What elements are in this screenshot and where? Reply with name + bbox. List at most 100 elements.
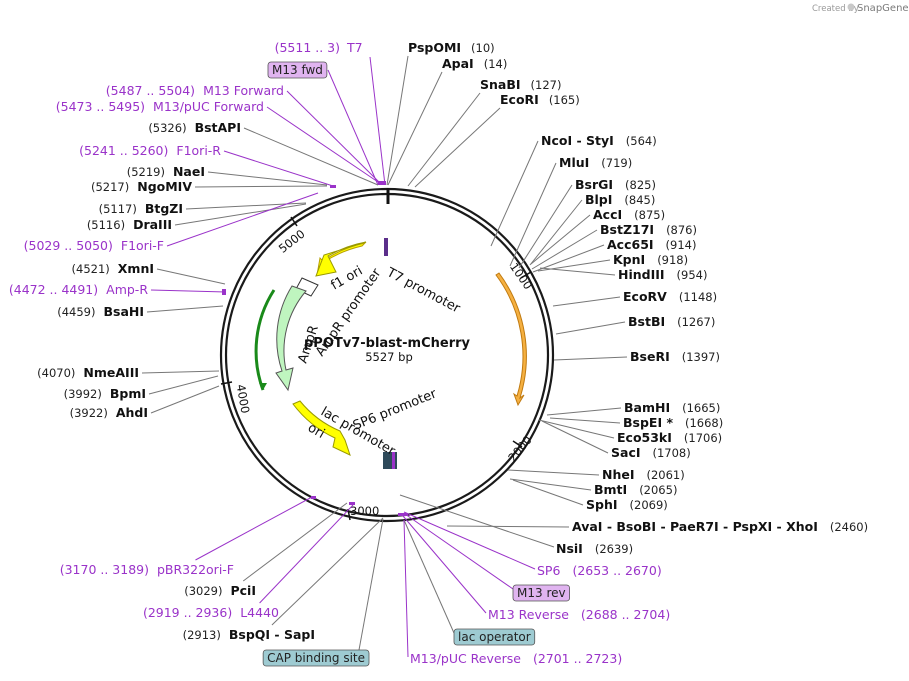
label-nmeaiii: NmeAIII(4070) xyxy=(37,365,139,380)
enzyme-pos: (1397) xyxy=(682,350,720,364)
primer-name: T7 xyxy=(346,40,363,55)
enzyme-name: MluI xyxy=(559,155,589,170)
label-bsahi: BsaHI(4459) xyxy=(57,304,144,319)
leader-pbr322ori-f xyxy=(195,496,313,561)
enzyme-name: BstBI xyxy=(628,314,665,329)
enzyme-name: BstZ17I xyxy=(600,222,654,237)
primer-pos: (5473 .. 5495) xyxy=(56,99,145,114)
ori-arrow xyxy=(292,400,351,456)
tick-label-5000: 5000 xyxy=(276,227,308,256)
box-text: CAP binding site xyxy=(267,651,365,665)
box-bg xyxy=(453,628,536,646)
enzyme-pos: (2069) xyxy=(630,498,668,512)
leader-apai xyxy=(387,71,443,186)
leader-ecori xyxy=(414,107,501,188)
label-bstbi: BstBI(1267) xyxy=(628,314,715,329)
label-sp6: SP6(2653 .. 2670) xyxy=(537,563,662,578)
label-draiii: DraIII(5116) xyxy=(87,217,172,232)
enzyme-name: HindIII xyxy=(618,267,665,282)
enzyme-pos: (10) xyxy=(471,41,495,55)
enzyme-name: AhdI xyxy=(116,405,148,420)
enzyme-pos: (918) xyxy=(657,253,688,267)
label-ngomiv: NgoMIV (5217) xyxy=(91,179,192,194)
label-eco53ki: Eco53kI(1706) xyxy=(617,430,722,445)
leader-bseri xyxy=(553,356,628,361)
enzyme-pos: (2639) xyxy=(595,542,633,556)
enzyme-pos: (2913) xyxy=(183,628,221,642)
primer-name: pBR322ori-F xyxy=(157,562,234,577)
feature-label-t7-promoter: T7 promoter xyxy=(383,265,463,317)
enzyme-name: AccI xyxy=(593,207,622,222)
label-l4440: L4440(2919 .. 2936) xyxy=(143,605,279,620)
label-bpmi: BpmI(3992) xyxy=(64,386,146,401)
label-naei: NaeI(5219) xyxy=(127,164,205,179)
primer-name: L4440 xyxy=(240,605,279,620)
enzyme-pos: (5217) xyxy=(91,180,129,194)
enzyme-name: EcoRI xyxy=(500,92,539,107)
enzyme-name: NgoMIV xyxy=(137,179,192,194)
enzyme-name: Acc65I xyxy=(607,237,654,252)
label-bspei: BspEI *(1668) xyxy=(623,415,723,430)
primer-name: Amp-R xyxy=(106,282,148,297)
label-m13-puc-reverse: M13/pUC Reverse(2701 .. 2723) xyxy=(410,651,622,666)
label-bamhi: BamHI(1665) xyxy=(624,400,720,415)
label-nhei: NheI(2061) xyxy=(602,467,685,482)
leader-naei xyxy=(207,171,328,186)
enzyme-name: SacI xyxy=(611,445,641,460)
leader-bpmi xyxy=(148,375,219,395)
label-ecorv: EcoRV(1148) xyxy=(623,289,717,304)
enzyme-pos: (5326) xyxy=(148,121,186,135)
primer-pos: (5511 .. 3) xyxy=(275,40,340,55)
enzyme-pos: (914) xyxy=(666,238,697,252)
t7-primer-marker xyxy=(378,181,386,185)
leader-f1ori-f xyxy=(166,192,319,247)
leader-m13-puc-forward xyxy=(266,106,382,185)
leader-m13-reverse xyxy=(402,515,487,614)
enzyme-pos: (876) xyxy=(666,223,697,237)
label-bsrgi: BsrGI(825) xyxy=(575,177,656,192)
leader-bmti xyxy=(509,478,592,491)
leader-m13-puc-reverse xyxy=(403,519,409,658)
enzyme-pos: (1148) xyxy=(679,290,717,304)
leader-sphi xyxy=(512,479,584,506)
label-bseri: BseRI(1397) xyxy=(630,349,720,364)
label-apai: ApaI(14) xyxy=(442,56,507,71)
leader-lac-operator xyxy=(403,519,455,634)
label-m13-puc-forward: M13/pUC Forward(5473 .. 5495) xyxy=(56,99,264,114)
tick-label-4000: 4000 xyxy=(234,383,253,414)
enzyme-name: BamHI xyxy=(624,400,670,415)
primer-pos: (2653 .. 2670) xyxy=(572,563,661,578)
leader-bstapi xyxy=(243,127,379,186)
plasmid-size: 5527 bp xyxy=(365,350,413,364)
primer-name: F1ori-F xyxy=(121,238,164,253)
enzyme-name: BlpI xyxy=(585,192,612,207)
enzyme-pos: (5116) xyxy=(87,218,125,232)
tick-label-3000: 3000 xyxy=(350,504,379,518)
leader-draiii xyxy=(174,203,307,226)
enzyme-pos: (14) xyxy=(484,57,508,71)
enzyme-pos: (3029) xyxy=(184,584,222,598)
enzyme-pos: (564) xyxy=(626,134,657,148)
enzyme-name: BsaHI xyxy=(103,304,144,319)
leader-blpi xyxy=(529,199,583,266)
pbr322ori-f-marker xyxy=(311,496,316,499)
label-bspqi-sapi: BspQI - SapI(2913) xyxy=(183,627,315,642)
primer-name: M13 Reverse xyxy=(488,607,569,622)
enzyme-pos: (3922) xyxy=(70,406,108,420)
label-pbr322ori-f: pBR322ori-F(3170 .. 3189) xyxy=(60,562,234,577)
tick-1000 xyxy=(520,271,532,279)
leader-m13-fwd xyxy=(327,69,379,186)
enzyme-pos: (719) xyxy=(601,156,632,170)
label-ahdi: AhdI (3922) xyxy=(70,405,148,420)
label-ecori: EcoRI(165) xyxy=(500,92,580,107)
ampr-arrow xyxy=(275,285,307,392)
box-bg xyxy=(267,61,328,79)
enzyme-pos: (875) xyxy=(634,208,665,222)
enzyme-name: KpnI xyxy=(613,252,645,267)
tick-2000 xyxy=(512,440,523,448)
enzyme-name: NcoI - StyI xyxy=(541,133,614,148)
enzyme-name: NmeAIII xyxy=(83,365,139,380)
leader-ecorv xyxy=(552,296,621,307)
label-hindiii: HindIII(954) xyxy=(618,267,707,282)
